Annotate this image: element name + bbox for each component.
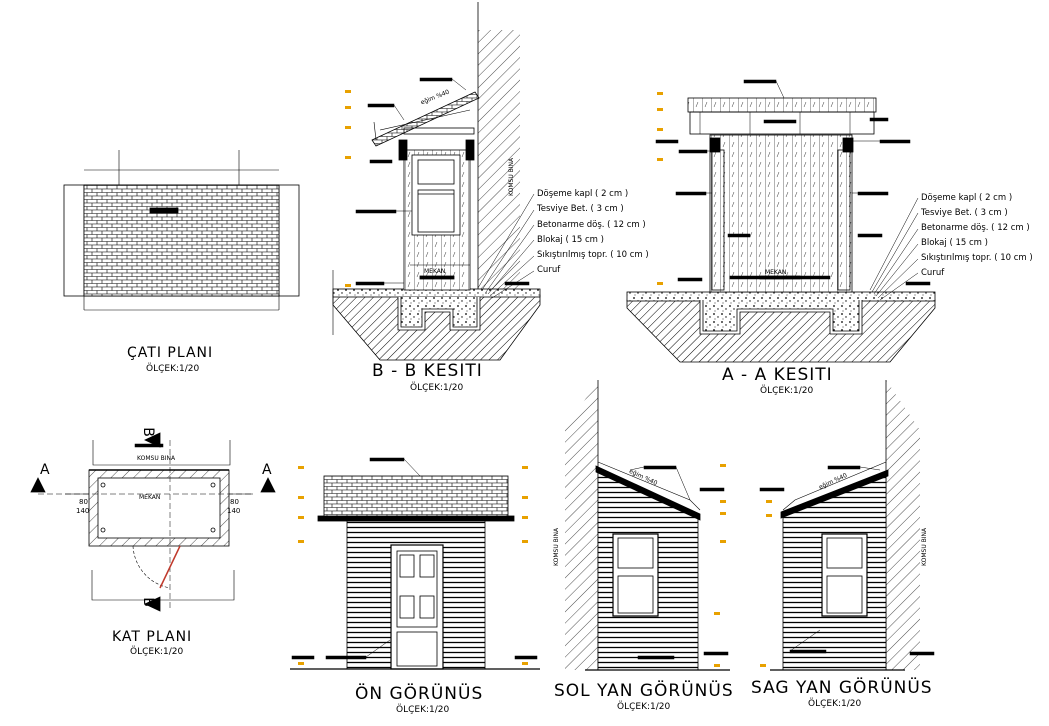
layer-leaders xyxy=(477,193,919,301)
dim-80-left: 80 xyxy=(79,498,88,506)
mekan-plan: MEKAN xyxy=(139,494,161,501)
section-marker-b-bottom: B xyxy=(139,597,156,607)
left-view-scale: ÖLÇEK:1/20 xyxy=(617,702,671,712)
front-view-scale: ÖLÇEK:1/20 xyxy=(396,705,450,715)
mekan-aa: MEKAN xyxy=(765,269,787,276)
section-marker-b-top: B xyxy=(139,427,156,437)
aa-layer-6: Curuf xyxy=(921,268,945,278)
komsu-bina-bb: KOMSU BINA xyxy=(508,157,515,196)
bb-layer-4: Blokaj ( 15 cm ) xyxy=(537,235,604,245)
komsu-bina-plan: KOMSU BINA xyxy=(137,455,176,462)
aa-layer-4: Blokaj ( 15 cm ) xyxy=(921,238,988,248)
level-markers xyxy=(298,90,772,667)
section-bb-scale: ÖLÇEK:1/20 xyxy=(410,383,464,393)
roof-plan-scale: ÖLÇEK:1/20 xyxy=(146,364,200,374)
section-aa-title: A - A KESITI xyxy=(722,365,833,385)
right-view-title: SAG YAN GÖRÜNÜS xyxy=(751,678,933,698)
aa-layer-2: Tesviye Bet. ( 3 cm ) xyxy=(921,208,1008,218)
bb-layer-6: Curuf xyxy=(537,265,561,275)
roof-plan xyxy=(63,150,300,311)
section-bb xyxy=(332,2,541,361)
front-view xyxy=(290,475,540,670)
aa-layer-1: Döşeme kapl ( 2 cm ) xyxy=(921,193,1013,203)
section-aa xyxy=(626,97,936,363)
right-view-scale: ÖLÇEK:1/20 xyxy=(808,699,862,709)
section-aa-scale: ÖLÇEK:1/20 xyxy=(760,386,814,396)
bb-layer-5: Sıkıştırılmış topr. ( 10 cm ) xyxy=(537,250,649,260)
floor-plan xyxy=(30,432,276,612)
aa-layer-3: Betonarme döş. ( 12 cm ) xyxy=(921,223,1030,233)
section-marker-a-left: A xyxy=(40,462,50,478)
bb-layer-3: Betonarme döş. ( 12 cm ) xyxy=(537,220,646,230)
floor-plan-title: KAT PLANI xyxy=(112,629,193,645)
right-side-view xyxy=(770,380,920,671)
dim-80-right: 80 xyxy=(230,498,239,506)
roof-plan-title: ÇATI PLANI xyxy=(127,345,214,361)
left-view-title: SOL YAN GÖRÜNÜS xyxy=(554,681,734,701)
aa-layer-5: Sıkıştırılmış topr. ( 10 cm ) xyxy=(921,253,1033,263)
komsu-bina-right: KOMSU BINA xyxy=(921,527,928,566)
callout-marks xyxy=(134,77,935,660)
floor-plan-scale: ÖLÇEK:1/20 xyxy=(130,647,184,657)
left-side-view xyxy=(565,380,730,671)
front-view-title: ÖN GÖRÜNÜS xyxy=(355,684,484,704)
section-marker-a-right: A xyxy=(262,462,272,478)
dim-140-left: 140 xyxy=(76,507,90,515)
komsu-bina-left: KOMSU BINA xyxy=(553,527,560,566)
dim-140-right: 140 xyxy=(227,507,241,515)
section-bb-title: B - B KESITI xyxy=(372,361,483,381)
mekan-bb: MEKAN xyxy=(424,268,446,275)
bb-layer-1: Döşeme kapl ( 2 cm ) xyxy=(537,189,629,199)
bb-layer-2: Tesviye Bet. ( 3 cm ) xyxy=(537,204,624,214)
